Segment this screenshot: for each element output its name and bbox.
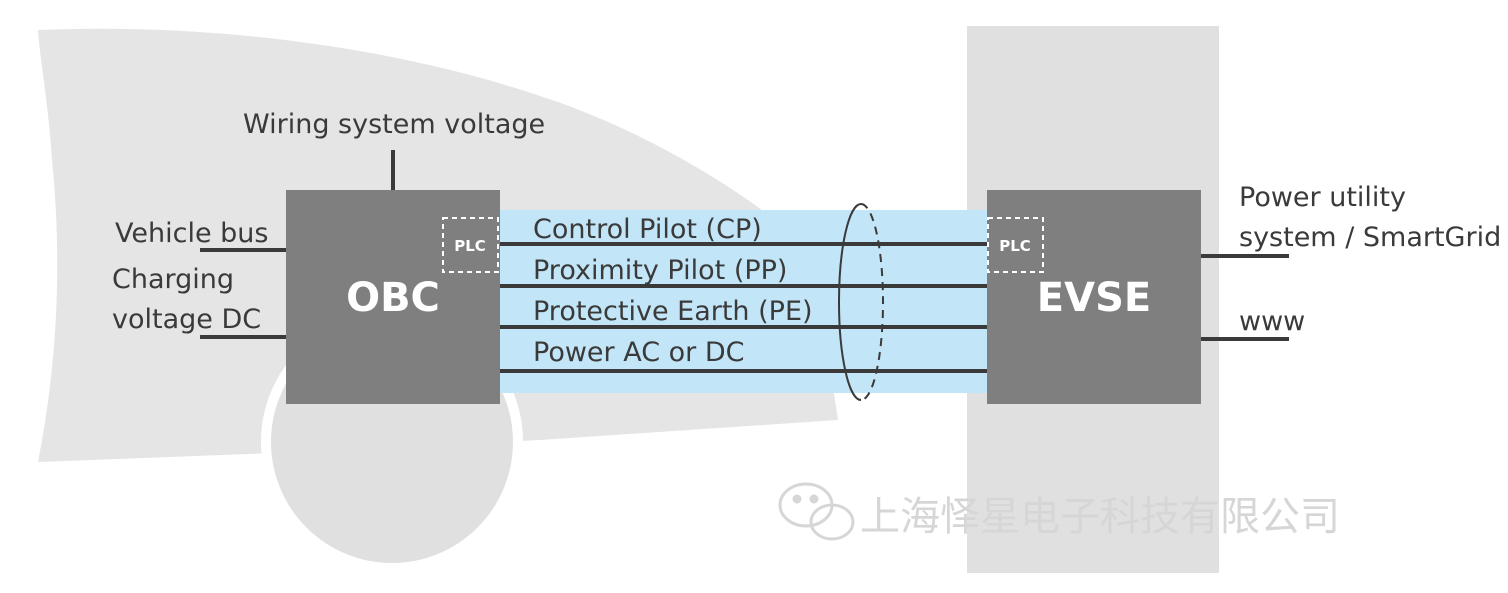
www-label: www: [1239, 306, 1305, 337]
cable-bundle-ellipse-back: [860, 203, 884, 401]
cable-label-power: Power AC or DC: [533, 337, 745, 368]
plc-left-label: PLC: [454, 237, 486, 255]
cable-band: [500, 210, 988, 393]
charging-voltage-label-line1: Charging: [112, 264, 234, 295]
cable-bundle-ellipse-front: [838, 203, 862, 401]
plc-left-box: [442, 217, 499, 273]
plc-right-box: [987, 217, 1044, 273]
evse-block: [987, 190, 1201, 404]
company-watermark: 上海怿星电子科技有限公司: [860, 494, 1340, 540]
plc-right-label: PLC: [999, 237, 1031, 255]
wechat-icon: [778, 482, 855, 541]
obc-label: OBC: [346, 275, 440, 321]
evse-label: EVSE: [1037, 275, 1151, 321]
cable-label-cp: Control Pilot (CP): [533, 214, 762, 245]
vehicle-bus-label: Vehicle bus: [115, 218, 268, 249]
obc-block: [286, 190, 500, 404]
power-utility-label-line2: system / SmartGrid: [1239, 222, 1501, 253]
charging-voltage-label-line2: voltage DC: [112, 304, 261, 335]
brand-watermark: 大数跨境: [70, 553, 174, 584]
power-utility-label-line1: Power utility: [1239, 182, 1406, 213]
cable-label-pe: Protective Earth (PE): [533, 296, 813, 327]
cable-label-pp: Proximity Pilot (PP): [533, 255, 787, 286]
wiring-system-voltage-label: Wiring system voltage: [243, 109, 545, 140]
brand-logo-icon: [12, 550, 64, 580]
